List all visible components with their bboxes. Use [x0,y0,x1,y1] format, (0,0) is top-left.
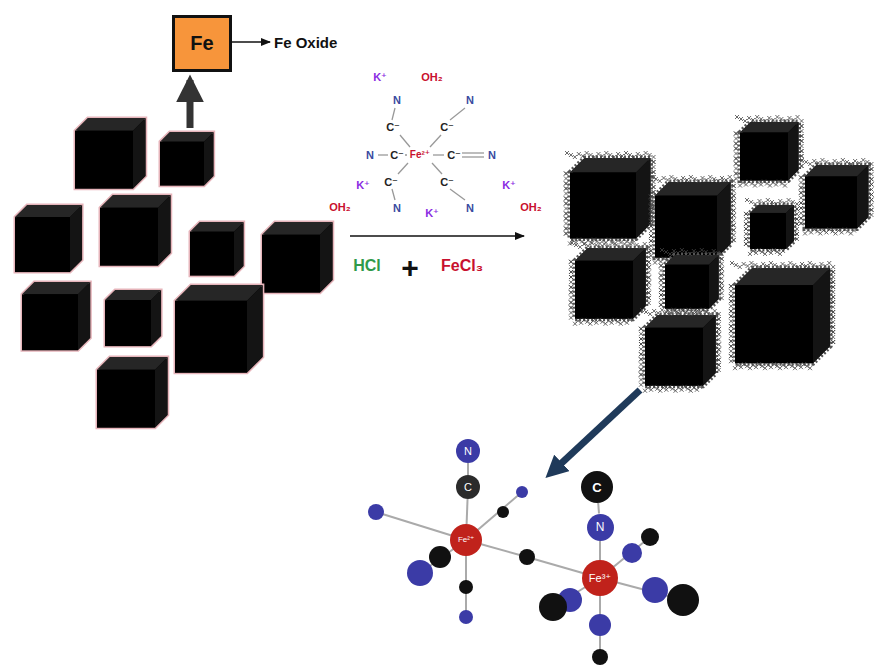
label: C⁻ [440,122,454,133]
cube [75,118,146,189]
coated-cube-cluster [564,115,873,393]
cube [22,282,90,350]
cube [100,195,171,266]
label: C⁻ [447,150,461,161]
label: K⁺ [502,180,516,191]
node-text: Fe³⁺ [589,573,611,584]
label: OH₂ [421,72,442,83]
cube [744,198,799,256]
label: N [393,95,401,106]
lattice-bonds [376,492,683,657]
cube [175,285,263,373]
atom-circle: N [587,514,614,541]
node-text: N [596,521,605,533]
label: K⁺ [425,208,439,219]
node-text: C [592,481,601,494]
label: C⁻ [440,177,454,188]
label: OH₂ [520,202,541,213]
cube [729,261,835,370]
label: C⁻ [384,177,398,188]
label: K⁺ [356,180,370,191]
complex-bonds [378,108,484,200]
cube [105,290,161,346]
node-text: Fe²⁺ [458,536,474,544]
label: C⁻ [386,122,400,133]
label: N [366,150,374,161]
zoom-arrow [552,390,640,472]
atom-circle: C [456,475,480,499]
cube [569,241,651,326]
label: C⁻ [390,150,404,161]
atom-circle: C [581,471,613,503]
lattice-atoms [368,486,699,665]
label: N [466,203,474,214]
label: Fe Oxide [274,35,337,50]
reaction-arrow [350,235,524,237]
label: N [393,203,401,214]
element-box: Fe [172,15,232,72]
bond-line [466,499,469,524]
cube [97,357,168,428]
up-arrow [187,80,194,128]
cube [190,222,244,276]
atom-circle: N [456,439,480,463]
label: + [401,253,419,283]
cube-cluster [15,118,333,428]
node-text: Fe [190,33,213,53]
label: N [488,150,496,161]
node-text: C [464,482,472,493]
label: Fe²⁺ [410,150,430,160]
bond-line [599,541,601,561]
cube [799,158,873,235]
cube [649,175,736,265]
label: OH₂ [329,202,350,213]
bond-line [467,463,469,475]
label: K⁺ [373,72,387,83]
cube [262,222,333,293]
oxide-arrow [232,41,270,43]
cube [659,248,724,316]
atom-circle: Fe²⁺ [450,524,482,556]
label: N [466,95,474,106]
cube [160,132,214,186]
cube [15,205,82,272]
atom-circle: Fe³⁺ [582,560,618,596]
node-text: N [464,446,472,457]
label: FeCl₃ [441,258,483,274]
label: HCl [353,258,381,274]
bond-line [597,503,600,514]
cube [639,308,721,393]
cube [734,115,804,188]
cube [564,151,656,246]
